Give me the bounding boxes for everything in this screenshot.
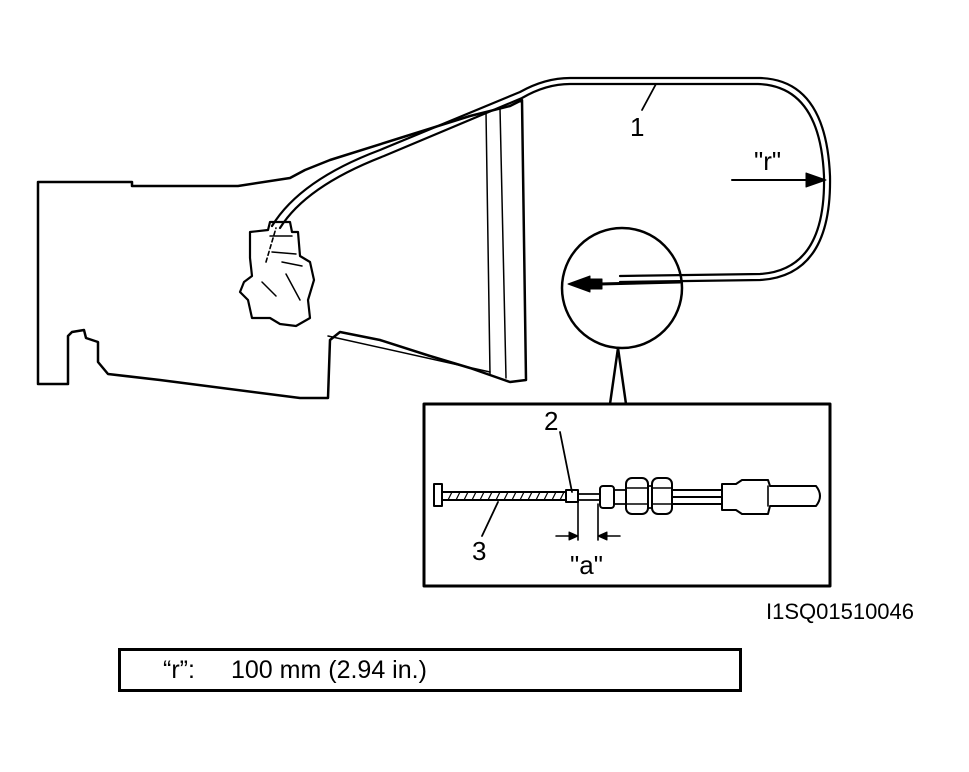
cable-outer — [270, 76, 832, 284]
callout-2-leader — [559, 431, 573, 493]
cable-end-dashed — [265, 227, 277, 263]
legend-key: “r”: — [163, 655, 195, 684]
callout-1-leader — [641, 83, 657, 111]
casing-end — [599, 485, 615, 509]
dim-a-arrow-left-head — [568, 531, 579, 541]
nut-2-lines — [651, 487, 673, 505]
bracket-detail — [261, 235, 303, 301]
legend-box: “r”: 100 mm (2.94 in.) — [118, 648, 742, 692]
dim-a-arrow-right-head — [597, 531, 608, 541]
casing-threads — [613, 489, 627, 505]
housing-inner-line-2 — [499, 107, 507, 379]
housing-bottom-line — [327, 335, 491, 373]
inset-connector — [608, 346, 628, 406]
housing-inner-line — [485, 111, 491, 375]
nut-1-lines — [625, 487, 649, 505]
cable-arrow-shaft — [598, 280, 682, 286]
radius-arrow-head — [805, 172, 827, 188]
dim-a-label: "a" — [570, 550, 603, 580]
cable-bracket — [238, 220, 316, 328]
inner-cable-hatch — [447, 491, 565, 501]
transmission-housing — [36, 98, 528, 400]
dim-r-label: "r" — [754, 146, 781, 176]
callout-3-leader — [481, 501, 499, 537]
cable-arrow-head — [567, 275, 591, 293]
callout-3: 3 — [472, 536, 486, 566]
detail-circle — [560, 226, 684, 350]
cable-arrow-tip-block — [587, 278, 603, 290]
adjust-nut-1 — [625, 477, 649, 515]
callout-1: 1 — [630, 112, 644, 142]
cable-inner — [278, 82, 826, 278]
outer-casing — [671, 489, 723, 505]
inner-cable-knob — [433, 483, 443, 507]
detail-inset-box — [422, 402, 832, 588]
marker-to-casing — [577, 493, 601, 501]
cable-sleeve — [721, 479, 821, 515]
adjust-nut-2 — [651, 477, 673, 515]
legend-value: 100 mm (2.94 in.) — [231, 655, 427, 684]
figure-id: I1SQ01510046 — [766, 599, 914, 624]
callout-2: 2 — [544, 406, 558, 436]
